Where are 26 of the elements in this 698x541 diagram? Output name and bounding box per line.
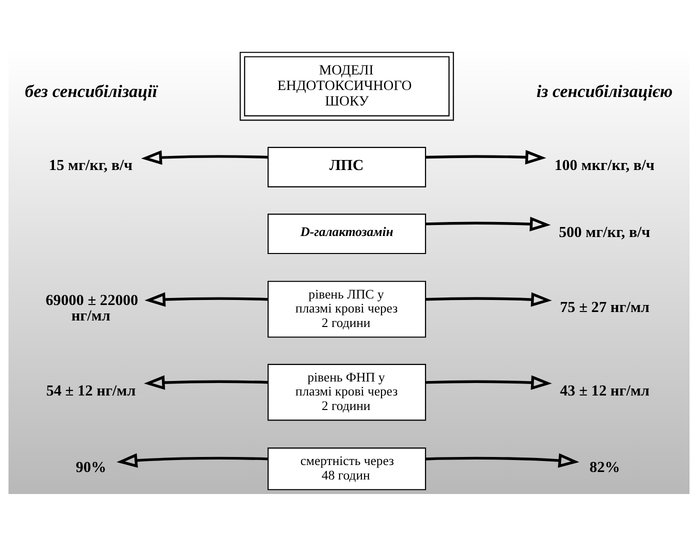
node-text: 15 мг/кг, в/ч (48, 156, 132, 174)
node-box: рівень ЛПС у плазмі крові через 2 години (268, 280, 426, 338)
arrow (144, 374, 268, 390)
arrow (426, 292, 552, 306)
node-box: МОДЕЛІ ЕНДОТОКСИЧНОГО ШОКУ (240, 51, 454, 120)
arrow (426, 149, 546, 164)
node-text: 75 ± 27 нг/мл (560, 298, 650, 316)
node-text: 43 ± 12 нг/мл (560, 382, 650, 399)
arrow (141, 150, 268, 164)
node-box: D-галактозамін (268, 213, 426, 254)
node-text: 90% (76, 458, 106, 476)
arrow (144, 292, 268, 306)
arrow (426, 452, 580, 468)
arrow (426, 374, 552, 390)
arrow (426, 216, 551, 231)
arrow (116, 452, 268, 468)
node-text: 54 ± 12 нг/мл (46, 382, 136, 399)
node-box: ЛПС (268, 146, 426, 187)
label: із сенсибілізацією (536, 80, 673, 100)
node-text: 69000 ± 22000 нг/мл (46, 292, 138, 324)
node-text: 100 мкг/кг, в/ч (554, 156, 655, 174)
label: без сенсибілізації (24, 80, 158, 100)
node-box: смертність через 48 годин (268, 447, 426, 490)
node-text: 500 мг/кг, в/ч (558, 223, 650, 240)
node-text: 82% (589, 458, 620, 476)
node-box: рівень ФНП у плазмі крові через 2 години (268, 363, 426, 420)
